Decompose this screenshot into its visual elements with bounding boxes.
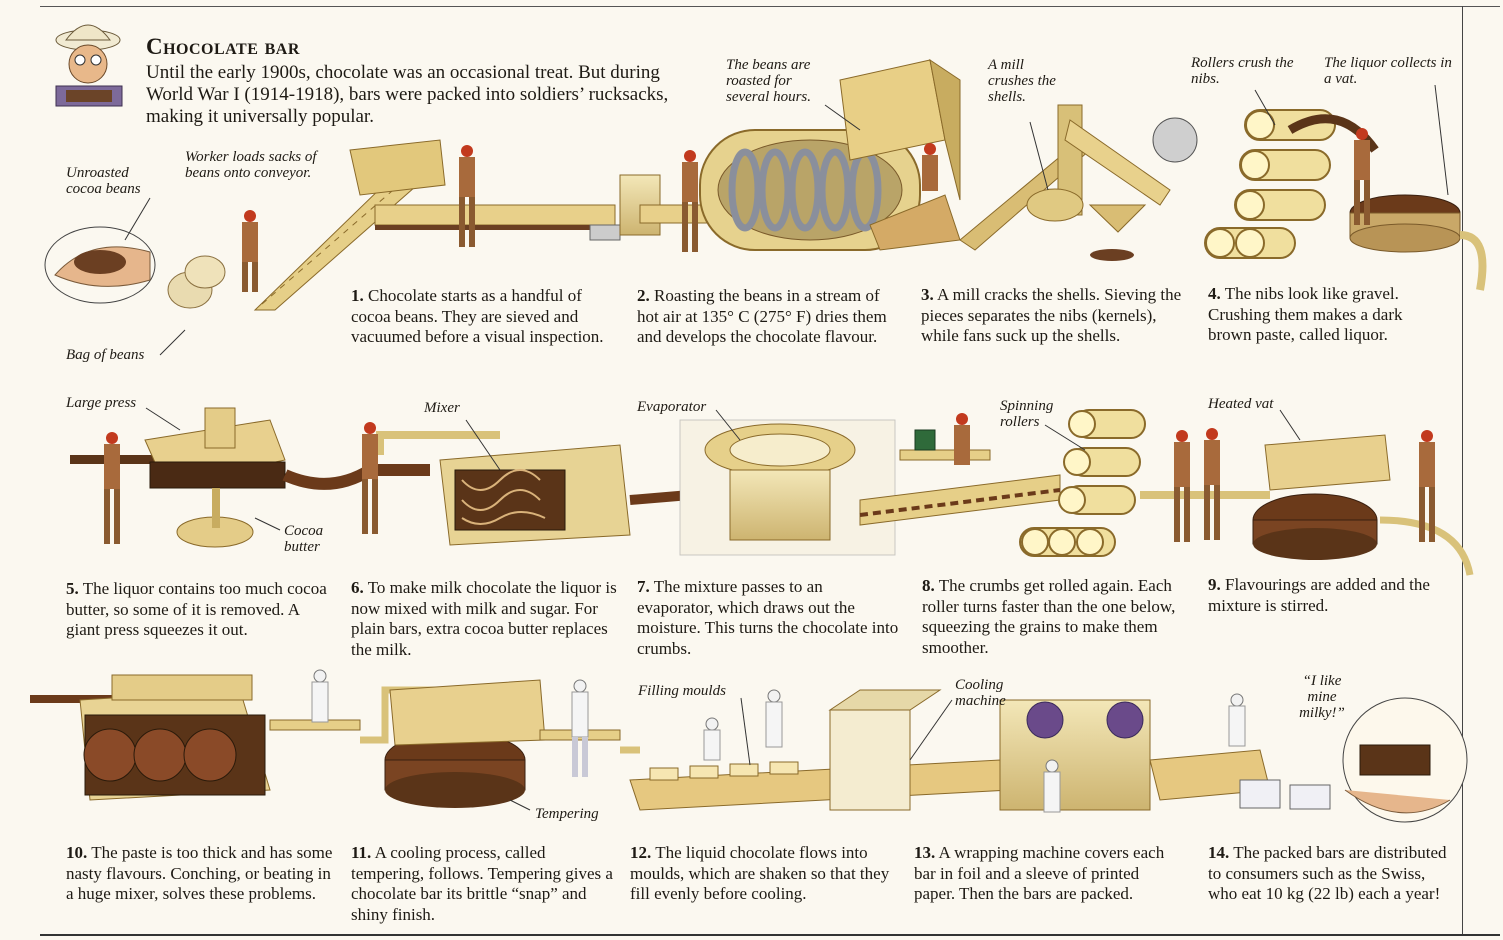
step-1-caption: 1. Chocolate starts as a handful of coco…	[351, 286, 604, 346]
label-bag-of-beans: Bag of beans	[66, 347, 145, 363]
row1-machines	[44, 58, 1487, 311]
step-9-caption: 9. Flavourings are added and the mixture…	[1208, 575, 1430, 615]
label-beans-roasted: The beans are roasted for several hours.	[726, 57, 811, 105]
label-spinning-rollers: Spinning rollers	[1000, 398, 1054, 430]
step-10-caption: 10. The paste is too thick and has some …	[66, 843, 333, 903]
bottom-rule	[40, 934, 1500, 936]
label-rollers-crush: Rollers crush the nibs.	[1191, 55, 1294, 87]
label-large-press: Large press	[66, 395, 137, 411]
step-8-caption: 8. The crumbs get rolled again. Each rol…	[922, 576, 1176, 657]
step-5-caption: 5. The liquor contains too much cocoa bu…	[66, 579, 327, 639]
label-cocoa-butter: Cocoa butter	[284, 523, 324, 555]
label-evaporator: Evaporator	[637, 399, 707, 415]
step-2-caption: 2. Roasting the beans in a stream of hot…	[637, 286, 887, 346]
label-mill-crushes: A mill crushes the shells.	[988, 57, 1056, 105]
label-mixer: Mixer	[424, 400, 460, 416]
right-rule	[1462, 6, 1463, 936]
page-title: Chocolate bar	[146, 34, 300, 59]
step-11-caption: 11. A cooling process, called tempering,…	[351, 843, 613, 924]
step-13-caption: 13. A wrapping machine covers each bar i…	[914, 843, 1165, 903]
label-unroasted-beans: Unroasted cocoa beans	[66, 165, 141, 197]
step-14-caption: 14. The packed bars are distributed to c…	[1208, 843, 1447, 903]
intro-text: Until the early 1900s, chocolate was an …	[146, 62, 669, 127]
label-i-like-mine-milky: “I like mine milky!”	[1299, 673, 1345, 721]
label-cooling-machine: Cooling machine	[955, 677, 1006, 709]
step-6-caption: 6. To make milk chocolate the liquor is …	[351, 578, 617, 659]
row2-machines	[70, 407, 1474, 576]
top-rule	[40, 6, 1500, 7]
label-liquor-vat: The liquor collects in a vat.	[1324, 55, 1452, 87]
label-leader-lines	[124, 84, 1449, 811]
mascot-icon	[55, 24, 123, 107]
step-3-caption: 3. A mill cracks the shells. Sieving the…	[921, 285, 1182, 345]
row3-machines	[30, 674, 1468, 823]
label-tempering: Tempering	[535, 806, 599, 822]
label-filling-moulds: Filling moulds	[638, 683, 726, 699]
step-12-caption: 12. The liquid chocolate flows into moul…	[630, 843, 890, 903]
label-worker-loads: Worker loads sacks of beans onto conveyo…	[185, 149, 317, 181]
worker-figures	[104, 128, 1435, 813]
label-heated-vat: Heated vat	[1208, 396, 1274, 412]
step-4-caption: 4. The nibs look like gravel. Crushing t…	[1208, 284, 1403, 344]
step-7-caption: 7. The mixture passes to an evaporator, …	[637, 577, 899, 658]
